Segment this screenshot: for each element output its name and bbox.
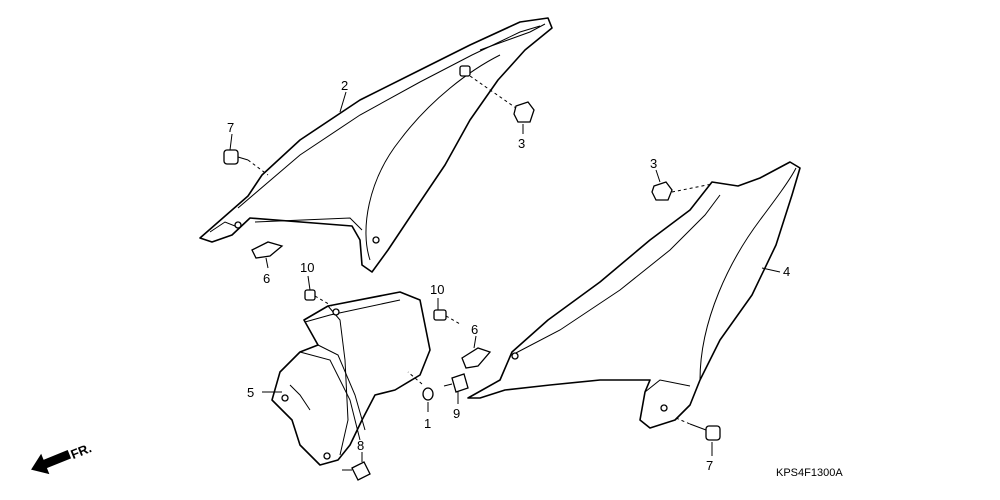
leader-4 [761,267,781,273]
callout-5: 5 [247,385,254,400]
callout-10-left: 10 [300,260,314,275]
part-2-left-side-cover [199,17,553,273]
leader-10a [307,275,311,291]
screw-10-right [433,309,461,325]
part-4-right-side-cover [467,161,801,429]
leader-2 [339,91,347,113]
bolt-7-right [675,417,721,441]
callout-8: 8 [357,438,364,453]
bolt-8 [342,461,371,481]
callout-6-left: 6 [263,271,270,286]
arrow-icon [31,450,72,475]
nut-3-right [651,181,713,201]
leader-6b [473,335,477,349]
bolt-7-left [223,149,269,176]
drawing-code: KPS4F1300A [776,467,843,479]
callout-9: 9 [453,406,460,421]
grommet-6-left [251,241,284,259]
screw-10-left [304,289,333,307]
front-label: FR. [69,440,94,462]
callout-3-upper: 3 [518,136,525,151]
callout-7-right: 7 [706,458,713,473]
callout-7-left: 7 [227,120,234,135]
leader-6a [265,257,269,269]
leader-7a [229,133,233,151]
part-5-air-cleaner-cover [271,291,431,466]
collar-1 [407,371,434,401]
leader-3b [655,169,661,183]
callout-4: 4 [783,264,790,279]
callout-1: 1 [424,416,431,431]
callout-10-right: 10 [430,282,444,297]
callout-6-right: 6 [471,322,478,337]
callout-3-right: 3 [650,156,657,171]
bolt-9 [443,373,469,393]
callout-2: 2 [341,78,348,93]
front-direction-arrow: FR. [31,440,94,475]
grommet-6-right [461,347,492,369]
nut-3-upper [469,75,535,123]
